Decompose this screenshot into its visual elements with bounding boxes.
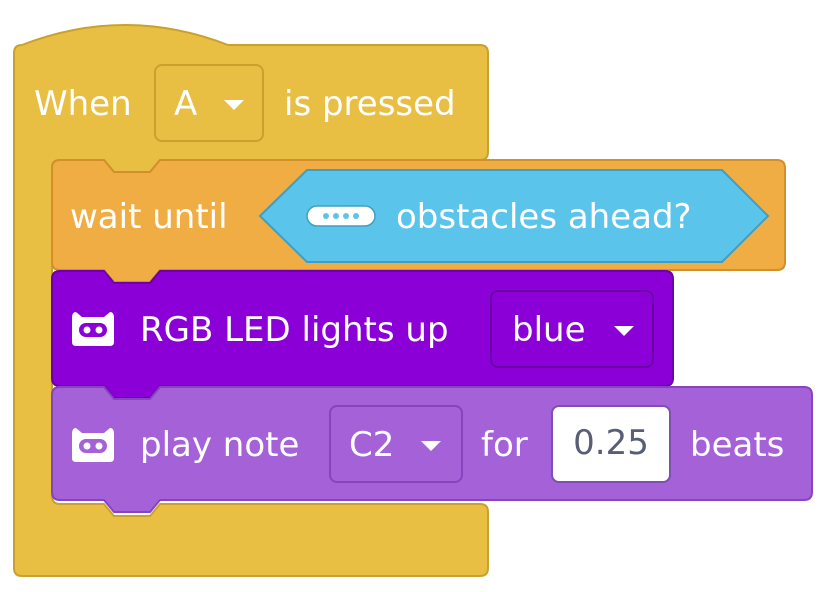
robot-icon (72, 428, 114, 462)
rgb-led-label: RGB LED lights up (140, 310, 449, 350)
beats-input[interactable]: 0.25 (551, 405, 671, 483)
note-dropdown[interactable]: C2 (329, 405, 463, 483)
play-note-label: play note (140, 425, 300, 465)
is-pressed-label: is pressed (284, 84, 456, 124)
led-color-dropdown[interactable]: blue (490, 290, 654, 368)
note-dropdown-value: C2 (349, 425, 395, 465)
led-color-value: blue (512, 310, 586, 350)
beats-label: beats (690, 425, 785, 465)
for-label: for (481, 425, 528, 465)
ultrasonic-sensor-icon (306, 205, 376, 227)
beats-input-value: 0.25 (573, 423, 649, 463)
chevron-down-icon (224, 100, 244, 110)
when-label: When (34, 84, 132, 124)
wait-until-label: wait until (70, 197, 228, 237)
obstacles-ahead-sensor-block[interactable] (258, 169, 770, 263)
robot-icon (72, 312, 114, 346)
chevron-down-icon (421, 441, 441, 451)
chevron-down-icon (614, 326, 634, 336)
obstacles-ahead-label: obstacles ahead? (396, 197, 692, 237)
button-dropdown[interactable]: A (154, 64, 264, 142)
button-dropdown-value: A (174, 84, 198, 124)
